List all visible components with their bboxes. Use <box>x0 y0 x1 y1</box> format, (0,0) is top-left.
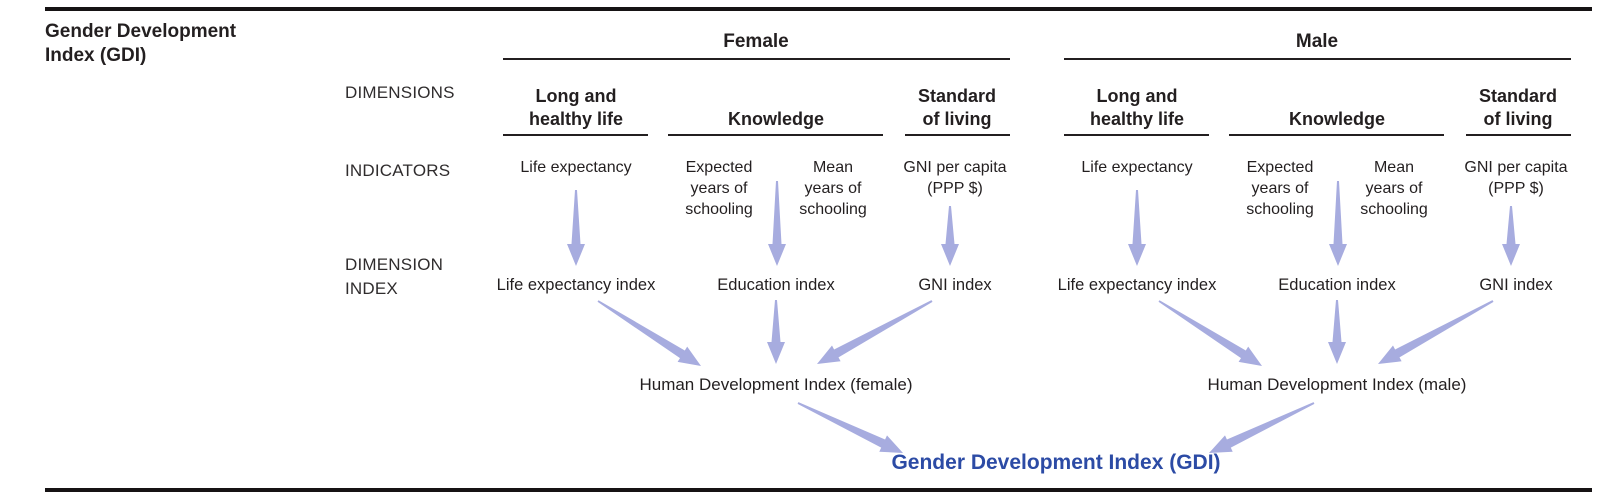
bottom-rule <box>45 488 1592 492</box>
indicator-label: Expected years of schooling <box>1246 159 1314 218</box>
dimension-header: Long and healthy life <box>528 86 624 129</box>
dimension-underline <box>503 134 648 136</box>
dimension-header: Standard of living <box>917 86 997 129</box>
row-label-indicators: INDICATORS <box>345 161 451 180</box>
dimension-header: Knowledge <box>727 109 825 129</box>
dimension-underline <box>1064 134 1209 136</box>
indicator-label: Mean years of schooling <box>1360 159 1428 218</box>
indicator-label: GNI per capita (PPP $) <box>1464 159 1568 197</box>
group-header-male: Male <box>1295 31 1339 52</box>
dimension-index-label: GNI index <box>1479 276 1553 294</box>
indicator-label: GNI per capita (PPP $) <box>903 159 1007 197</box>
group-underline <box>1064 58 1571 60</box>
dimension-header: Long and healthy life <box>1089 86 1185 129</box>
dimension-index-label: GNI index <box>918 276 992 294</box>
dimension-underline <box>905 134 1010 136</box>
dimension-header: Knowledge <box>1288 109 1386 129</box>
indicator-label: Life expectancy <box>1081 159 1193 176</box>
indicator-label: Expected years of schooling <box>685 159 753 218</box>
dimension-index-label: Life expectancy index <box>496 276 656 294</box>
group-header-female: Female <box>723 31 789 52</box>
group-underline <box>503 58 1010 60</box>
diagram-title: Gender Development Index (GDI) <box>45 21 237 66</box>
hdi-female-label: Human Development Index (female) <box>639 375 913 394</box>
male-branch: Male Long and healthy life Knowledge Sta… <box>561 0 1600 504</box>
dimension-underline <box>1229 134 1444 136</box>
row-label-dimensions: DIMENSIONS <box>345 83 455 102</box>
indicator-label: Life expectancy <box>520 159 632 176</box>
row-label-dimension-index: DIMENSION INDEX <box>345 255 444 298</box>
dimension-index-label: Life expectancy index <box>1057 276 1217 294</box>
hdi-male-label: Human Development Index (male) <box>1207 375 1467 394</box>
top-rule <box>45 7 1592 11</box>
gdi-label: Gender Development Index (GDI) <box>891 451 1221 474</box>
dimension-index-label: Education index <box>1278 276 1396 294</box>
dimension-underline <box>1466 134 1571 136</box>
indicator-label: Mean years of schooling <box>799 159 867 218</box>
dimension-underline <box>668 134 883 136</box>
dimension-index-label: Education index <box>717 276 835 294</box>
dimension-header: Standard of living <box>1478 86 1558 129</box>
